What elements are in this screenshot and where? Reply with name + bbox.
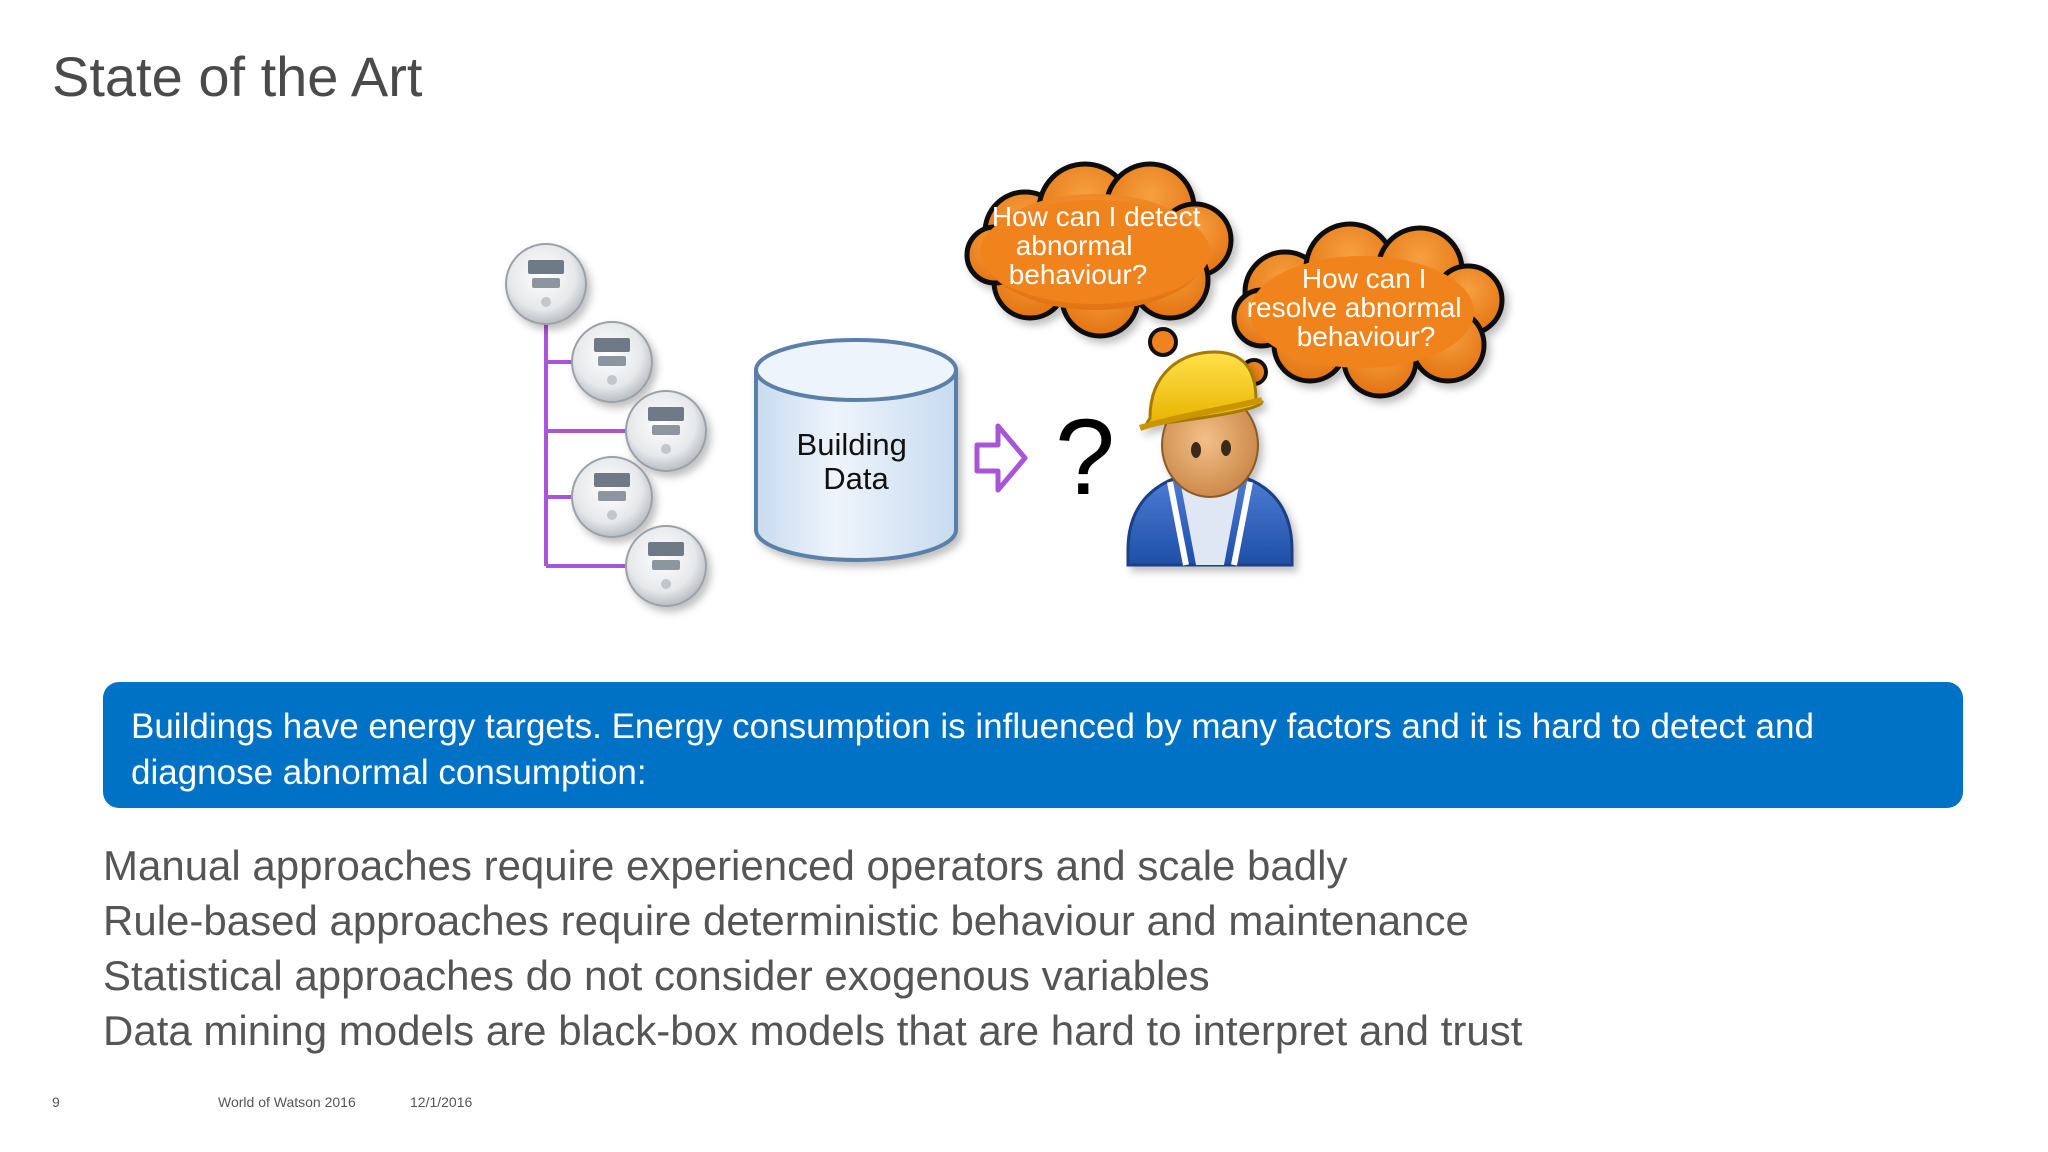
arrow-right-icon bbox=[974, 423, 1028, 493]
list-item: Statistical approaches do not consider e… bbox=[103, 952, 1210, 999]
footer-date: 12/1/2016 bbox=[410, 1094, 473, 1110]
list-item: Data mining models are black-box models … bbox=[103, 1007, 1523, 1054]
meter-icon bbox=[625, 390, 707, 472]
footer-event: World of Watson 2016 bbox=[218, 1094, 356, 1110]
meter-icon bbox=[571, 456, 653, 538]
database-icon bbox=[754, 338, 958, 562]
page-number: 9 bbox=[52, 1094, 60, 1110]
bullet-list: Manual approaches require experienced op… bbox=[103, 838, 1522, 1058]
worker-icon bbox=[1126, 350, 1294, 567]
meter-icon bbox=[571, 321, 653, 403]
callout-box: Buildings have energy targets. Energy co… bbox=[103, 682, 1963, 808]
slide-title: State of the Art bbox=[52, 45, 423, 108]
list-item: Manual approaches require experienced op… bbox=[103, 842, 1348, 889]
meter-icon bbox=[505, 243, 587, 325]
thought-bubble-detect-text: How can I detect abnormal behaviour? bbox=[992, 201, 1208, 290]
thought-bubble-resolve bbox=[1231, 221, 1505, 399]
thought-bubble-detect bbox=[964, 161, 1234, 339]
list-item: Rule-based approaches require determinis… bbox=[103, 897, 1469, 944]
connector-tree bbox=[544, 318, 630, 568]
database-label: Building Data bbox=[797, 427, 916, 496]
callout-text: Buildings have energy targets. Energy co… bbox=[131, 707, 1814, 792]
question-mark: ? bbox=[1055, 396, 1115, 517]
thought-bubble-resolve-text: How can I resolve abnormal behaviour? bbox=[1247, 263, 1470, 352]
meter-icon bbox=[625, 525, 707, 607]
diagram: Building Data ? How can I detect abnorma… bbox=[505, 161, 1505, 607]
